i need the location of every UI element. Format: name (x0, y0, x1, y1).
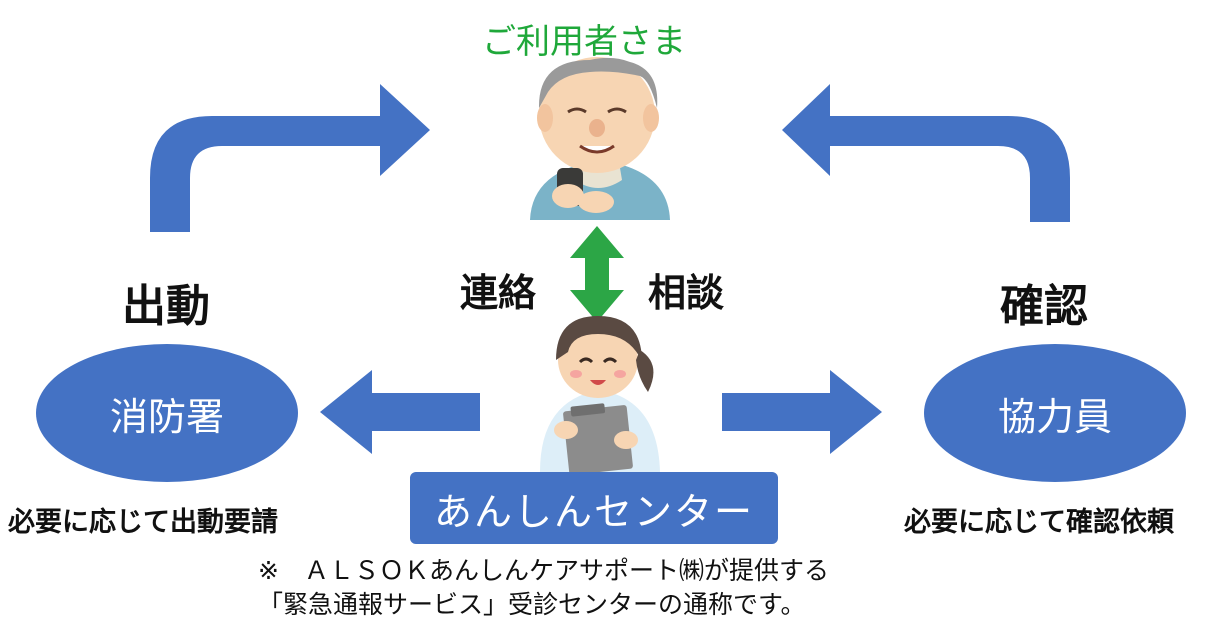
user-title: ご利用者さま (482, 22, 686, 62)
helper-label: 協力員 (997, 394, 1112, 439)
anshin-center-node: あんしんセンター (410, 472, 778, 544)
arrow-user-center-bidirectional (570, 226, 624, 322)
anshin-center-label: あんしんセンター (433, 489, 754, 534)
contact-label: 連絡 (460, 271, 537, 315)
fire-station-label: 消防署 (109, 394, 224, 439)
elderly-user-figure (530, 57, 670, 220)
arrow-center-to-helper (722, 370, 882, 454)
confirm-label: 確認 (1000, 281, 1088, 332)
dispatch-caption: 必要に応じて出動要請 (8, 507, 278, 538)
arrow-confirm-to-user (782, 84, 1070, 222)
helper-node: 協力員 (924, 344, 1186, 482)
operator-figure (540, 316, 660, 475)
consult-label: 相談 (648, 271, 725, 315)
note-line-1: ※ ＡＬＳＯＫあんしんケアサポート㈱が提供する (258, 556, 829, 585)
arrow-dispatch-to-user (150, 84, 430, 232)
confirm-caption: 必要に応じて確認依頼 (904, 507, 1174, 538)
fire-station-node: 消防署 (36, 344, 298, 482)
arrow-center-to-fire (320, 370, 480, 454)
dispatch-label: 出動 (122, 281, 210, 332)
note-line-2: 「緊急通報サービス」受診センターの通称です。 (258, 590, 806, 619)
